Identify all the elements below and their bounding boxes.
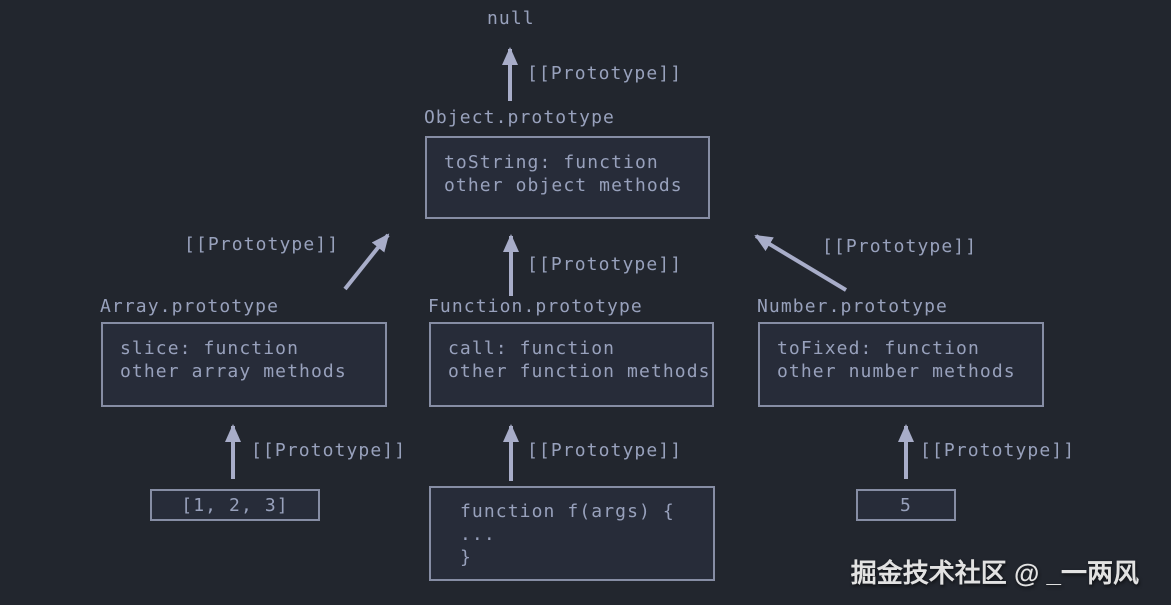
function-prototype-line-2: other function methods	[448, 361, 711, 382]
object-prototype-line-2: other object methods	[444, 175, 683, 196]
object-prototype-line-1: toString: function	[444, 152, 659, 173]
function-prototype-title: Function.prototype	[428, 296, 643, 317]
function-instance-box: function f(args) { ... }	[429, 486, 715, 581]
function-instance-line-1: function f(args) {	[460, 501, 675, 522]
array-prototype-line-2: other array methods	[120, 361, 347, 382]
number-instance-box: 5	[856, 489, 956, 521]
prototype-label-function-to-object: [[Prototype]]	[527, 254, 683, 275]
array-prototype-line-1: slice: function	[120, 338, 300, 359]
prototype-label-object-to-null: [[Prototype]]	[527, 63, 683, 84]
function-instance-line-3: }	[460, 547, 472, 568]
array-prototype-box: slice: function other array methods	[101, 322, 387, 407]
number-prototype-box: toFixed: function other number methods	[758, 322, 1044, 407]
arrow-array-to-object	[343, 233, 390, 291]
number-instance-value: 5	[900, 494, 912, 516]
prototype-label-number-instance: [[Prototype]]	[920, 440, 1076, 461]
number-prototype-line-1: toFixed: function	[777, 338, 980, 359]
prototype-label-array-to-object: [[Prototype]]	[184, 234, 340, 255]
array-instance-box: [1, 2, 3]	[150, 489, 320, 521]
prototype-label-function-instance: [[Prototype]]	[527, 440, 683, 461]
prototype-label-array-instance: [[Prototype]]	[251, 440, 407, 461]
array-instance-value: [1, 2, 3]	[181, 494, 289, 516]
object-prototype-title: Object.prototype	[424, 107, 615, 128]
number-prototype-title: Number.prototype	[757, 296, 948, 317]
number-prototype-line-2: other number methods	[777, 361, 1016, 382]
prototype-label-number-to-object: [[Prototype]]	[822, 236, 978, 257]
function-prototype-line-1: call: function	[448, 338, 616, 359]
null-label: null	[487, 8, 535, 29]
function-instance-line-2: ...	[460, 524, 496, 545]
function-prototype-box: call: function other function methods	[429, 322, 714, 407]
watermark: 掘金技术社区 @ _一两风	[850, 558, 1139, 588]
object-prototype-box: toString: function other object methods	[425, 136, 710, 219]
array-prototype-title: Array.prototype	[100, 296, 280, 317]
